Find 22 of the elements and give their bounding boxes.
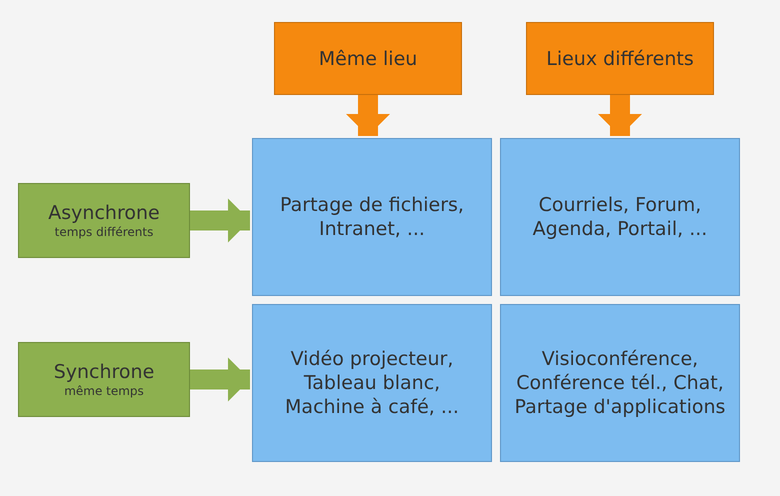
- block-arrow: [190, 358, 250, 402]
- matrix-cell: [500, 304, 740, 462]
- node-label: Synchrone: [54, 360, 154, 384]
- row-header: [18, 342, 190, 417]
- block-arrow: [598, 95, 642, 136]
- node-label: Vidéo projecteur, Tableau blanc, Machine à café, ...: [284, 347, 460, 419]
- matrix-cell: [252, 304, 492, 462]
- node-label: Asynchrone: [48, 201, 160, 225]
- row-header: [18, 183, 190, 258]
- matrix-cell: [500, 138, 740, 296]
- node-sublabel: temps différents: [54, 225, 154, 240]
- node-label: Lieux différents: [546, 46, 694, 70]
- node-label: Partage de fichiers, Intranet, ...: [279, 193, 465, 241]
- column-header: [526, 22, 714, 95]
- matrix-cell: [252, 138, 492, 296]
- node-label: Même lieu: [318, 46, 418, 70]
- node-label: Courriels, Forum, Agenda, Portail, ...: [532, 193, 708, 241]
- node-label: Visioconférence, Conférence tél., Chat, Partage d'applications: [514, 347, 726, 419]
- node-sublabel: même temps: [64, 384, 144, 399]
- block-arrow: [346, 95, 390, 136]
- block-arrow: [190, 198, 250, 242]
- column-header: [274, 22, 462, 95]
